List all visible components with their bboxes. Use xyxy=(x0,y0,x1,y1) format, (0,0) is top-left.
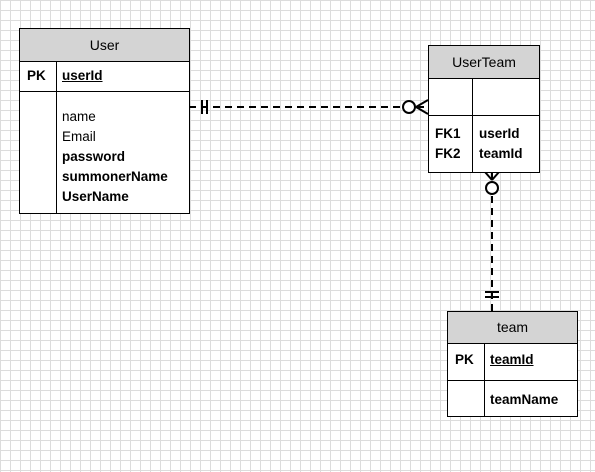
team-entity[interactable]: team PK teamId teamName xyxy=(447,311,578,417)
user-attr-username: UserName xyxy=(62,189,129,204)
team-attr-teamname: teamName xyxy=(490,392,559,407)
userteam-fk1-field: userId xyxy=(479,126,520,141)
user-userteam-relationship xyxy=(189,99,429,115)
userteam-fk2-field: teamId xyxy=(479,146,523,161)
userteam-entity-title: UserTeam xyxy=(429,46,539,79)
userteam-crowsfoot-right xyxy=(491,171,500,181)
team-userteam-relationship xyxy=(484,171,500,311)
userteam-zero-circle-vertical xyxy=(485,181,499,195)
user-entity[interactable]: User PK userId name Email password summo… xyxy=(19,28,190,214)
user-attr-password: password xyxy=(62,149,126,164)
userteam-zero-circle xyxy=(402,100,416,114)
userteam-fk2-key: FK2 xyxy=(435,146,461,161)
team-pk-divider xyxy=(448,380,577,381)
userteam-crowsfoot-lower xyxy=(415,106,429,115)
user-entity-title: User xyxy=(20,29,189,62)
userteam-pk-divider xyxy=(429,115,539,116)
team-key-column-divider xyxy=(484,343,485,416)
userteam-entity[interactable]: UserTeam FK1 FK2 userId teamId xyxy=(428,45,540,173)
user-key-column-divider xyxy=(56,61,57,213)
userteam-key-column-divider xyxy=(472,78,473,172)
team-entity-title: team xyxy=(448,312,577,344)
user-attr-summonername: summonerName xyxy=(62,169,168,184)
userteam-crowsfoot-left xyxy=(484,171,493,181)
user-pk-field: userId xyxy=(62,68,103,83)
team-pk-field: teamId xyxy=(490,352,534,367)
user-pk-divider xyxy=(20,91,189,92)
user-attr-email: Email xyxy=(62,129,96,144)
userteam-fk1-key: FK1 xyxy=(435,126,461,141)
user-attr-name: name xyxy=(62,109,96,124)
team-pk-key: PK xyxy=(455,352,474,367)
userteam-crowsfoot-upper xyxy=(415,99,429,108)
user-pk-key: PK xyxy=(27,68,46,83)
